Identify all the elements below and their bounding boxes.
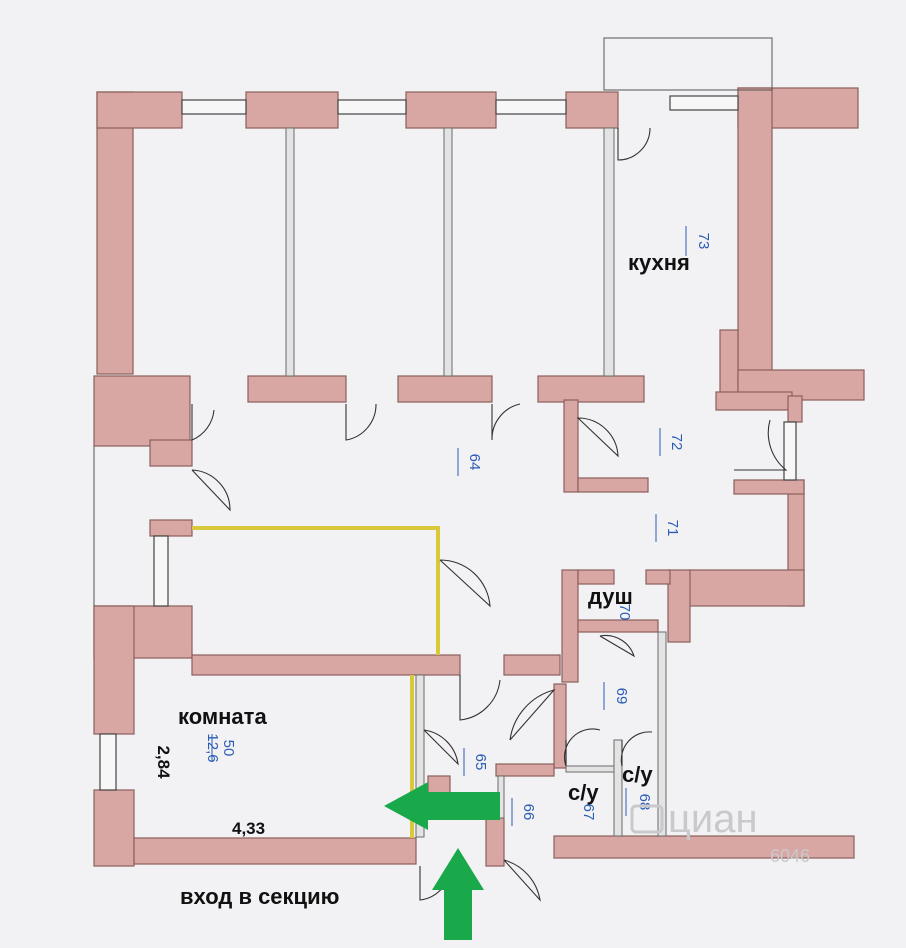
balcony xyxy=(603,37,773,91)
label-wc-1: с/у xyxy=(568,780,599,805)
dimension-width: 4,33 xyxy=(232,819,265,838)
room-number-70: 70 xyxy=(616,604,633,621)
watermark-code: 6046 xyxy=(770,846,810,866)
windows xyxy=(99,95,797,791)
highlighted-wall xyxy=(192,526,440,655)
room-number-73: 73 xyxy=(695,233,712,250)
room-number-71: 71 xyxy=(664,520,681,537)
room-number-65: 65 xyxy=(472,754,489,771)
watermark-brand: циан xyxy=(668,797,758,841)
label-shower: душ xyxy=(588,584,633,609)
room-number-66: 66 xyxy=(520,804,537,821)
label-kitchen: кухня xyxy=(628,250,690,275)
watermark: циан 6046 xyxy=(630,797,810,866)
dimension-height: 2,84 xyxy=(154,745,173,779)
doors xyxy=(191,127,788,902)
room-number-67: 67 xyxy=(580,804,597,821)
outer-walls xyxy=(93,87,865,867)
room-number-50: 50 xyxy=(220,740,237,757)
room-number-68: 68 xyxy=(636,794,653,811)
arrow-up xyxy=(432,848,484,940)
arrow-left xyxy=(384,782,500,830)
partitions xyxy=(285,127,667,838)
room-number-64: 64 xyxy=(466,454,483,471)
room-number-69: 69 xyxy=(613,688,630,705)
label-entrance: вход в секцию xyxy=(180,884,339,909)
room-number-72: 72 xyxy=(668,434,685,451)
room-area: 12,6 xyxy=(204,733,221,762)
label-wc-2: с/у xyxy=(622,762,653,787)
label-room: комната xyxy=(178,704,267,729)
